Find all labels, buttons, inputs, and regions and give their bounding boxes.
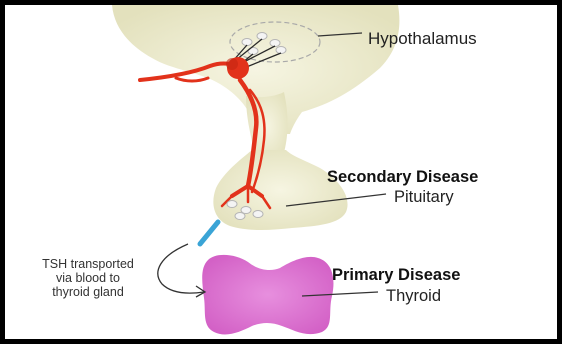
thyroid-gland	[202, 255, 333, 335]
transport-arrow	[158, 244, 205, 297]
primary-disease-label: Primary Disease	[332, 266, 460, 285]
note-line: via blood to	[19, 271, 157, 285]
hypothalamus-label: Hypothalamus	[368, 29, 477, 49]
note-line: thyroid gland	[19, 285, 157, 299]
secondary-disease-label: Secondary Disease	[327, 168, 478, 187]
pituitary-label: Pituitary	[394, 188, 454, 207]
thyroid-label: Thyroid	[386, 287, 441, 306]
note-line: TSH transported	[19, 257, 157, 271]
tsh-transport-note: TSH transported via blood to thyroid gla…	[19, 257, 157, 299]
tsh-stream	[200, 222, 218, 244]
pituitary-gland	[213, 150, 347, 230]
